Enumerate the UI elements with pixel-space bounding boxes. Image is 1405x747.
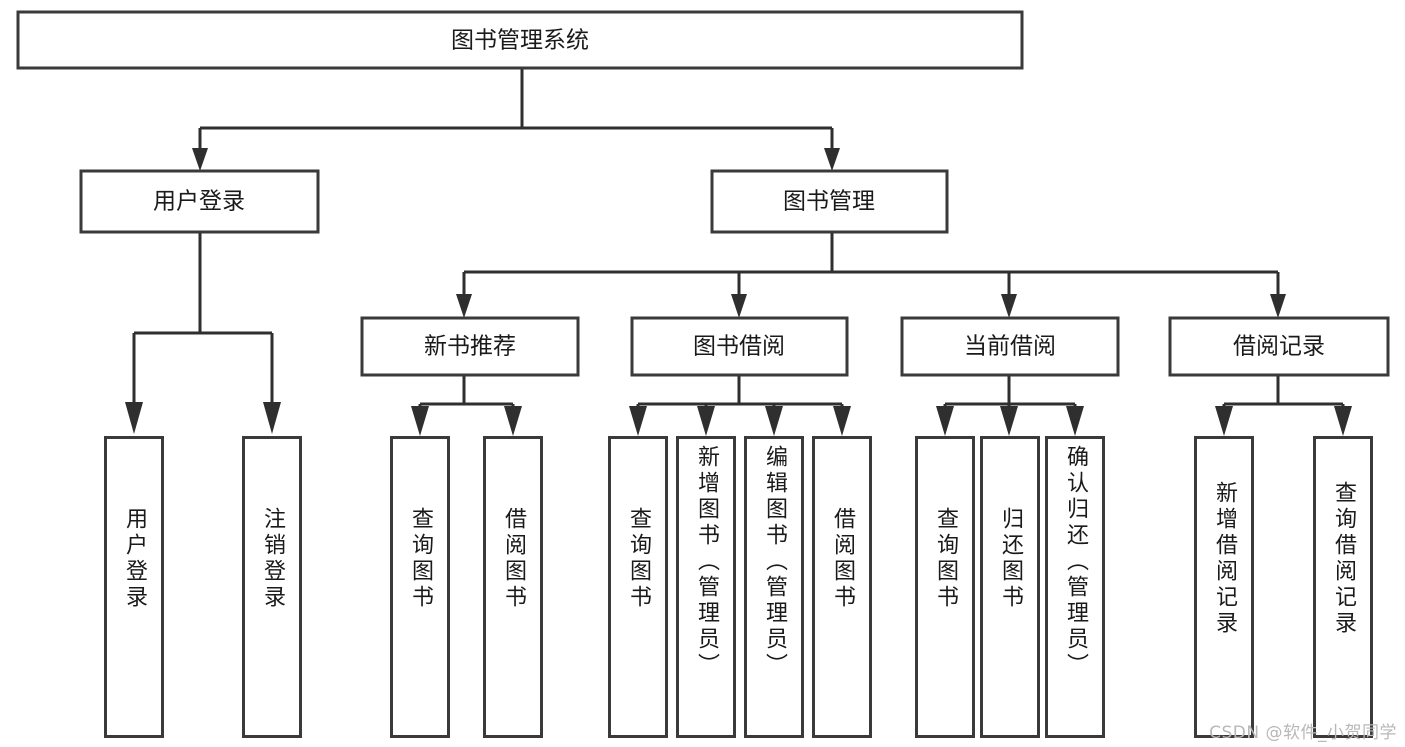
leaf-logout[interactable]: 注销登录: [242, 436, 302, 738]
node-borrow-records-label: 借阅记录: [1233, 334, 1325, 360]
node-root-label: 图书管理系统: [451, 28, 589, 54]
leaf-return-books-label: 归还图书: [998, 507, 1023, 611]
leaf-edit-book-admin-label: 编辑图书（管理员）: [762, 445, 787, 679]
node-book-management[interactable]: 图书管理: [710, 169, 949, 234]
node-current-borrow[interactable]: 当前借阅: [900, 316, 1120, 377]
connector-records-to-leaves: [1215, 375, 1352, 436]
leaf-query-books-recommend[interactable]: 查询图书: [390, 436, 450, 738]
node-current-borrow-label: 当前借阅: [964, 334, 1056, 360]
node-user-login-label: 用户登录: [153, 189, 245, 215]
leaf-borrow-books-recommend-label: 借阅图书: [501, 507, 526, 611]
node-new-book-recommend[interactable]: 新书推荐: [360, 316, 580, 377]
node-new-book-recommend-label: 新书推荐: [424, 334, 516, 360]
leaf-query-books-borrow-label: 查询图书: [626, 507, 651, 611]
leaf-query-books-recommend-label: 查询图书: [408, 507, 433, 611]
leaf-user-login[interactable]: 用户登录: [104, 436, 164, 738]
connector-newbooks-to-leaves: [411, 375, 522, 436]
leaf-add-borrow-record-label: 新增借阅记录: [1212, 481, 1237, 637]
leaf-query-books-current[interactable]: 查询图书: [915, 436, 975, 738]
leaf-borrow-books-recommend[interactable]: 借阅图书: [483, 436, 543, 738]
leaf-query-books-current-label: 查询图书: [933, 507, 958, 611]
leaf-confirm-return-admin[interactable]: 确认归还（管理员）: [1045, 436, 1105, 738]
leaf-borrow-books-borrow[interactable]: 借阅图书: [812, 436, 872, 738]
leaf-borrow-books-borrow-label: 借阅图书: [830, 507, 855, 611]
leaf-logout-label: 注销登录: [260, 507, 285, 611]
leaf-query-books-borrow[interactable]: 查询图书: [608, 436, 668, 738]
connector-borrow-to-leaves: [629, 375, 851, 436]
connector-login-to-leaves: [125, 232, 281, 434]
leaf-user-login-label: 用户登录: [122, 507, 147, 611]
connector-current-to-leaves: [936, 375, 1084, 436]
leaf-add-borrow-record[interactable]: 新增借阅记录: [1194, 436, 1254, 738]
node-borrow-records[interactable]: 借阅记录: [1168, 316, 1390, 377]
node-book-borrow[interactable]: 图书借阅: [630, 316, 849, 377]
leaf-confirm-return-admin-label: 确认归还（管理员）: [1063, 445, 1088, 679]
leaf-return-books[interactable]: 归还图书: [980, 436, 1040, 738]
node-root[interactable]: 图书管理系统: [16, 10, 1024, 70]
node-book-borrow-label: 图书借阅: [693, 334, 785, 360]
leaf-edit-book-admin[interactable]: 编辑图书（管理员）: [744, 436, 804, 738]
leaf-add-book-admin-label: 新增图书（管理员）: [694, 445, 719, 679]
watermark: CSDN @软件_小贺同学: [1209, 723, 1397, 743]
leaf-add-book-admin[interactable]: 新增图书（管理员）: [676, 436, 736, 738]
node-user-login[interactable]: 用户登录: [79, 169, 320, 234]
leaf-query-borrow-record[interactable]: 查询借阅记录: [1313, 436, 1373, 738]
node-book-management-label: 图书管理: [783, 189, 875, 215]
connector-books-to-level3: [456, 232, 1286, 318]
connector-root-to-level2: [192, 68, 840, 171]
leaf-query-borrow-record-label: 查询借阅记录: [1331, 481, 1356, 637]
